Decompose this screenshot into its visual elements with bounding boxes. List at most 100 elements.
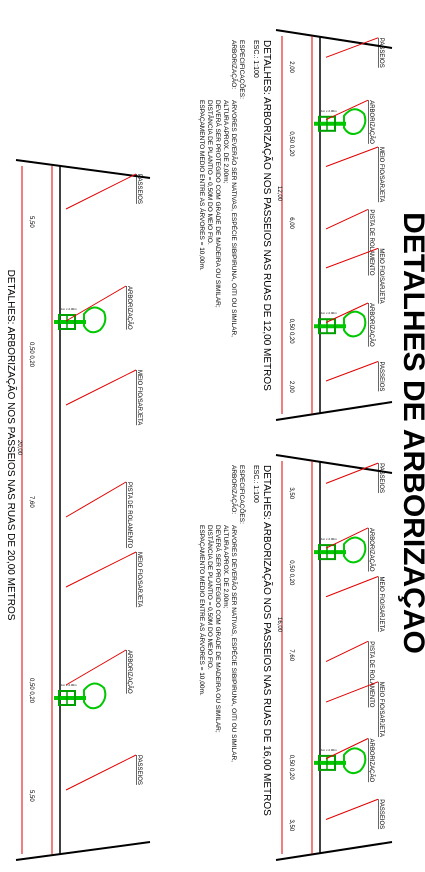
callout-label: PISTA DE ROLAMENTO [368, 209, 374, 275]
section-edge-bottom [275, 841, 393, 861]
callout-leader [325, 640, 369, 663]
sheet-banner: DETALHES DE ARBORIZAÇÃO [397, 212, 425, 654]
tree-crown-icon [83, 306, 107, 334]
panel-12m-scale: ESC.: 1:100 [252, 40, 259, 78]
callout-label: PISTA DE ROLAMENTO [126, 482, 132, 548]
dim-offset-right: 0,50 0,20 [288, 755, 294, 781]
callout-leader [325, 302, 369, 323]
callout-label: PASSEIOS [136, 174, 142, 204]
callout-label: PASSEIOS [378, 38, 384, 68]
callout-label: ARBORIZAÇÃO [368, 528, 375, 572]
callout-leader [325, 738, 369, 760]
section-edge-top [15, 159, 151, 179]
dim-side-left: 2,00 [288, 61, 294, 73]
callout-leader [65, 369, 137, 406]
panel-12m-title: DETALHES: ARBORIZAÇÃO NOS PASSEIOS NAS R… [261, 40, 274, 391]
callout-label: MEIO FIO/SARJETA [378, 577, 384, 632]
dim-offset-right: 0,50 0,20 [288, 319, 294, 345]
panel-16m-scale: ESC.: 1:100 [252, 465, 259, 503]
callout-leader [325, 361, 379, 382]
section-16m: 3,50 0,50 0,20 7,60 0,50 0,20 3,50 16,00 1m x … [275, 454, 393, 861]
callout-leader [325, 576, 379, 598]
callout-label: PASSEIOS [378, 362, 384, 392]
dim-total: 20,00 [16, 440, 22, 456]
callout-label: ARBORIZAÇÃO [368, 739, 375, 783]
section-20m: 5,50 0,50 0,20 7,60 0,50 0,20 5,50 20,00 1m x … [15, 159, 151, 861]
callout-leader [325, 146, 379, 167]
dim-side-left: 3,50 [288, 487, 294, 499]
dim-offset-left: 0,50 0,20 [288, 560, 294, 586]
grade-note: 1m x 2.00m [61, 683, 77, 687]
callout-leader [65, 481, 127, 518]
callout-leader [65, 551, 137, 588]
callout-label: ARBORIZAÇÃO [368, 100, 375, 144]
spec-label: ESPECIFICAÇÕES: [238, 465, 247, 524]
spec-block-12m: ESPECIFICAÇÕES:ARBORIZAÇÃO: ARVORES DEVER… [198, 40, 247, 337]
grade-note: 1m x 2.00m [321, 311, 337, 315]
callout-leader [65, 754, 137, 791]
spec-text: DEVERÁ SER PROTEGIDO COM GRADE DE MADEIR… [214, 525, 223, 733]
callout-label: MEIO FIO/SARJETA [136, 370, 142, 425]
dim-side-right: 3,50 [288, 820, 294, 832]
spec-label: ARBORIZAÇÃO: [230, 465, 239, 514]
grade-note: 1m x 2.00m [61, 307, 77, 311]
tree-crown-icon [343, 310, 367, 338]
panel-20m-title: DETALHES: ARBORIZAÇÃO NOS PASSEIOS NAS R… [5, 270, 18, 621]
dim-total: 16,00 [276, 617, 282, 633]
dim-offset-left: 0,50 0,20 [28, 342, 34, 368]
spec-text: ALTURA APROX. DE 2,00m; [222, 525, 229, 609]
section-edge-bottom [275, 401, 393, 421]
grade-note: 1m x 2.00m [321, 748, 337, 752]
dim-mid: 7,60 [28, 496, 34, 508]
dim-mid: 7,60 [288, 649, 294, 661]
callout-leader [325, 99, 369, 121]
spec-text: ARVORES DEVERÃO SER NATIVAS, ESPÉCIE SIB… [230, 525, 239, 762]
callout-label: MEIO FIO/SARJETA [378, 147, 384, 202]
panel-16m-title: DETALHES: ARBORIZAÇÃO NOS PASSEIOS NAS R… [261, 465, 274, 816]
callout-label: PASSEIOS [378, 799, 384, 829]
spec-text: ESPAÇAMENTO MEDIO ENTRE AS ÁRVORES = 10,… [198, 100, 207, 271]
callout-label: ARBORIZAÇÃO [126, 286, 133, 330]
callout-label: PASSEIOS [136, 755, 142, 785]
callout-leader [325, 247, 379, 269]
callout-leader [65, 649, 127, 686]
dim-total: 12,00 [276, 186, 282, 202]
tree-crown-icon [343, 108, 367, 136]
callout-label: MEIO FIO/SARJETA [136, 552, 142, 607]
callout-label: ARBORIZAÇÃO [368, 303, 375, 347]
callout-leader [325, 37, 379, 58]
grade-note: 1m x 2.00m [321, 109, 337, 113]
spec-text: DISTÂNCIA DE PLANTIO = 0,50M DO MEIO FIO… [206, 525, 215, 670]
spec-text: ARVORES DEVERÃO SER NATIVAS, ESPÉCIE SIB… [230, 100, 239, 337]
section-edge-top [275, 29, 393, 49]
callout-leader [325, 208, 369, 230]
tree-crown-icon [83, 682, 107, 710]
spec-label: ARBORIZAÇÃO: [230, 40, 239, 89]
dim-offset-left: 0,50 0,20 [288, 131, 294, 157]
section-edge-top [275, 454, 393, 474]
spec-text: DISTÂNCIA DE PLANTIO = 0,50M DO MEIO FIO… [206, 100, 215, 245]
callout-label: ARBORIZAÇÃO [126, 650, 133, 694]
dim-offset-right: 0,50 0,20 [28, 678, 34, 704]
callout-leader [325, 798, 379, 820]
spec-text: DEVERÁ SER PROTEGIDO COM GRADE DE MADEIR… [214, 100, 223, 308]
dim-side-left: 5,50 [28, 216, 34, 228]
tree-crown-icon [343, 536, 367, 564]
callout-leader [325, 527, 369, 549]
section-edge-bottom [15, 841, 151, 861]
spec-label: ESPECIFICAÇÕES: [238, 40, 247, 99]
dim-mid: 6,00 [288, 217, 294, 229]
dim-side-right: 5,50 [28, 790, 34, 802]
callout-leader [65, 285, 127, 322]
callout-leader [325, 681, 379, 703]
callout-label: MEIO FIO/SARJETA [378, 248, 384, 303]
spec-text: ALTURA APROX. DE 2,00m; [222, 100, 229, 184]
callout-leader [325, 462, 379, 484]
callout-label: PISTA DE ROLAMENTO [368, 641, 374, 707]
callout-leader [65, 173, 137, 210]
tree-crown-icon [343, 747, 367, 775]
